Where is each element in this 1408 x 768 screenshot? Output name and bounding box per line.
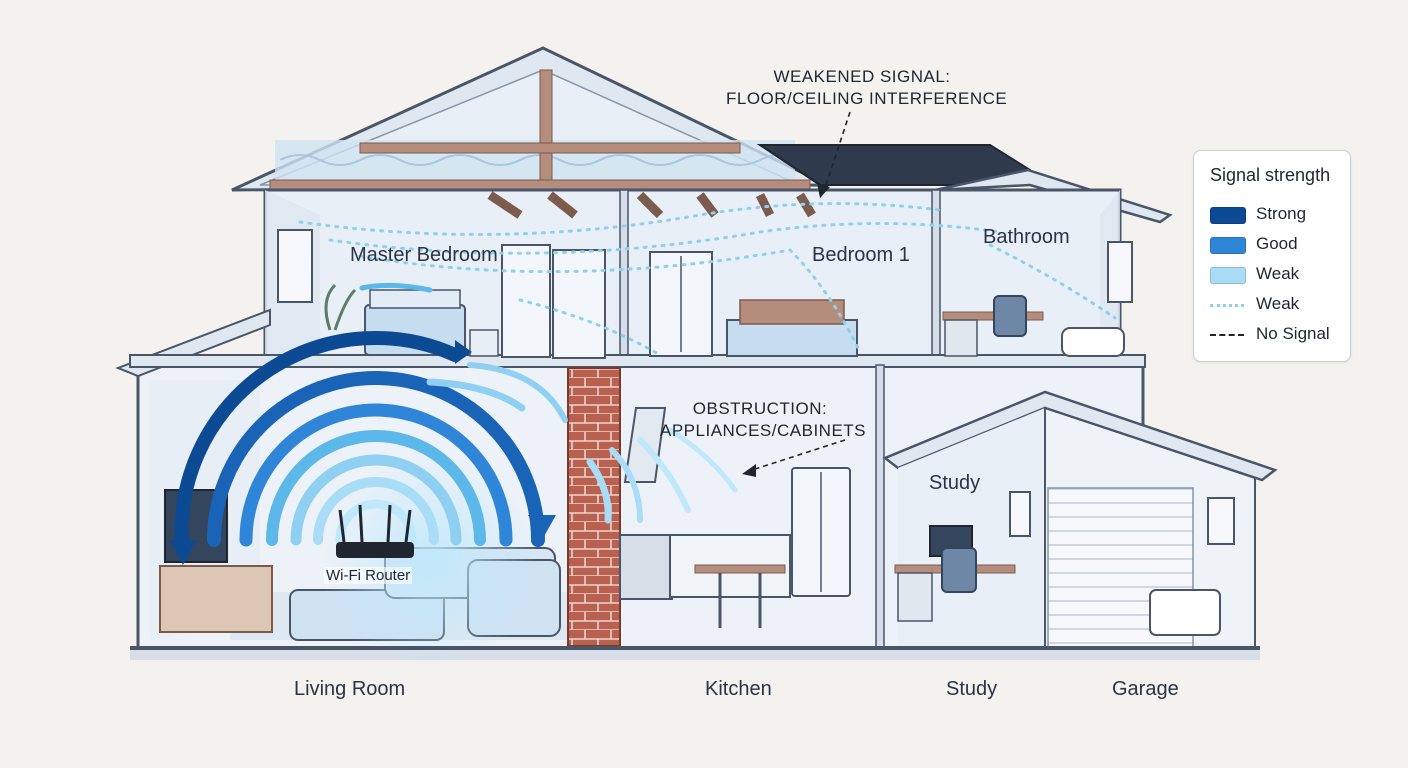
annotation-weakened-line1: WEAKENED SIGNAL:	[773, 67, 951, 86]
wifi-router-icon	[336, 504, 414, 558]
legend-label-no-signal: No Signal	[1256, 324, 1330, 343]
bedroom-1-furniture	[649, 251, 858, 357]
room-label-kitchen: Kitchen	[705, 678, 772, 700]
annotation-obstruction-line1: OBSTRUCTION:	[692, 399, 828, 418]
annotation-weakened-line2: FLOOR/CEILING INTERFERENCE	[726, 89, 1008, 108]
arrow-head-strong-up	[455, 340, 472, 364]
room-label-study-lower: Study	[946, 678, 998, 700]
room-label-study-upper: Study	[929, 472, 981, 494]
legend-item-no-signal: No Signal	[1210, 323, 1350, 347]
annotation-weakened-signal: WEAKENED SIGNAL: FLOOR/CEILING INTERFERE…	[726, 66, 1008, 110]
pointer-head-kitchen	[742, 464, 756, 477]
arrow-head-strong-left	[170, 540, 196, 565]
room-label-bathroom: Bathroom	[983, 226, 1070, 248]
legend-item-strong: Strong	[1210, 203, 1350, 227]
legend-swatch-weak	[1210, 267, 1246, 284]
router-label: Wi-Fi Router	[324, 567, 413, 584]
legend-line-dashed	[1210, 334, 1244, 336]
arrow-head-good-right	[528, 515, 556, 540]
room-label-living-room: Living Room	[294, 678, 406, 700]
legend-label-weak-dotted: Weak	[1256, 294, 1300, 313]
room-label-bedroom-1: Bedroom 1	[812, 244, 910, 266]
pointer-head-ceiling	[817, 183, 830, 198]
foundation	[130, 646, 1260, 650]
legend-label-strong: Strong	[1256, 204, 1307, 223]
legend-item-weak: Weak	[1210, 263, 1350, 287]
legend-label-weak: Weak	[1256, 264, 1300, 283]
right-roof	[756, 144, 1173, 224]
legend-swatch-strong	[1210, 207, 1246, 224]
legend-label-good: Good	[1256, 234, 1298, 253]
main-roof	[231, 46, 829, 192]
no-signal-pointers	[751, 111, 851, 471]
garage	[882, 390, 1278, 649]
study-furniture	[894, 491, 1031, 622]
bathroom-furniture	[942, 241, 1133, 357]
room-label-master-bedroom: Master Bedroom	[350, 244, 498, 266]
legend-item-good: Good	[1210, 233, 1350, 257]
legend-line-dotted	[1210, 304, 1244, 307]
weak-signal-arrows	[359, 282, 738, 524]
brick-wall	[567, 367, 621, 647]
legend-item-weak-dotted: Weak	[1210, 293, 1350, 317]
annotation-obstruction-line2: APPLIANCES/CABINETS	[660, 421, 867, 440]
annotation-obstruction: OBSTRUCTION: APPLIANCES/CABINETS	[660, 398, 867, 442]
legend-swatch-good	[1210, 237, 1246, 254]
legend-title: Signal strength	[1210, 165, 1331, 185]
legend: Signal strength Strong Good Weak Weak No…	[1193, 150, 1351, 362]
kitchen-furniture	[619, 407, 851, 628]
room-label-garage: Garage	[1112, 678, 1179, 700]
dotted-weak-paths	[298, 202, 1117, 357]
